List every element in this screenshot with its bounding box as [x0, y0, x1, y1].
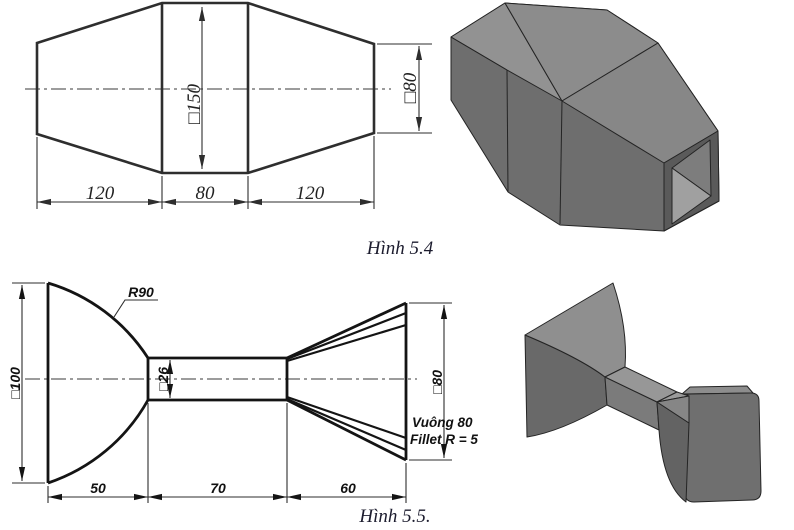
funnel-3d-solid — [524, 282, 762, 503]
dim-label-120-right: 120 — [296, 183, 325, 204]
dimension-lines — [18, 285, 448, 501]
part-outline — [46, 281, 408, 485]
figure-5-4-3d-model — [450, 2, 720, 232]
extension-lines — [12, 282, 452, 503]
duct-crease-edges — [450, 36, 563, 225]
dim-label-square-100: □100 — [7, 367, 23, 399]
figure-5-5-2d-drawing: 50 70 60 R90 □100 □26 □80 Vuông 80 Fille… — [7, 281, 478, 503]
flare-top-facet-mid — [656, 395, 690, 424]
dim-label-square-80: □80 — [429, 370, 445, 394]
dim-label-80-middle: 80 — [196, 183, 216, 204]
dim-label-r90: R90 — [128, 284, 154, 300]
note-vuong-80: Vuông 80 — [412, 415, 473, 430]
figure-caption-5-5: Hình 5.5. — [359, 506, 431, 527]
dim-label-60: 60 — [340, 480, 356, 496]
extension-lines — [36, 43, 432, 209]
duct-3d-solid — [450, 2, 720, 232]
part-outline — [35, 1, 376, 175]
dim-label-square-80: □80 — [400, 72, 421, 103]
dim-label-square-150: □150 — [184, 84, 205, 124]
dimension-labels: 50 70 60 R90 □100 □26 □80 Vuông 80 Fille… — [7, 284, 478, 496]
dim-label-70: 70 — [210, 480, 226, 496]
plate-face — [681, 392, 762, 503]
dim-label-120-left: 120 — [86, 183, 115, 204]
dimension-lines — [37, 7, 423, 206]
note-fillet-r5: Fillet R = 5 — [410, 432, 478, 447]
radius-leader-line — [113, 299, 158, 318]
duct-hole-inner-bottom — [671, 167, 712, 225]
figure-caption-5-4: Hình 5.4 — [366, 238, 434, 259]
dimension-labels: 120 80 120 □150 □80 — [86, 72, 421, 204]
flare-front-face — [656, 401, 690, 503]
dim-label-50: 50 — [90, 480, 106, 496]
dim-label-square-26: □26 — [155, 367, 171, 391]
figure-5-4-2d-drawing: 120 80 120 □150 □80 — [25, 1, 432, 209]
figure-5-5-3d-model — [524, 282, 762, 503]
